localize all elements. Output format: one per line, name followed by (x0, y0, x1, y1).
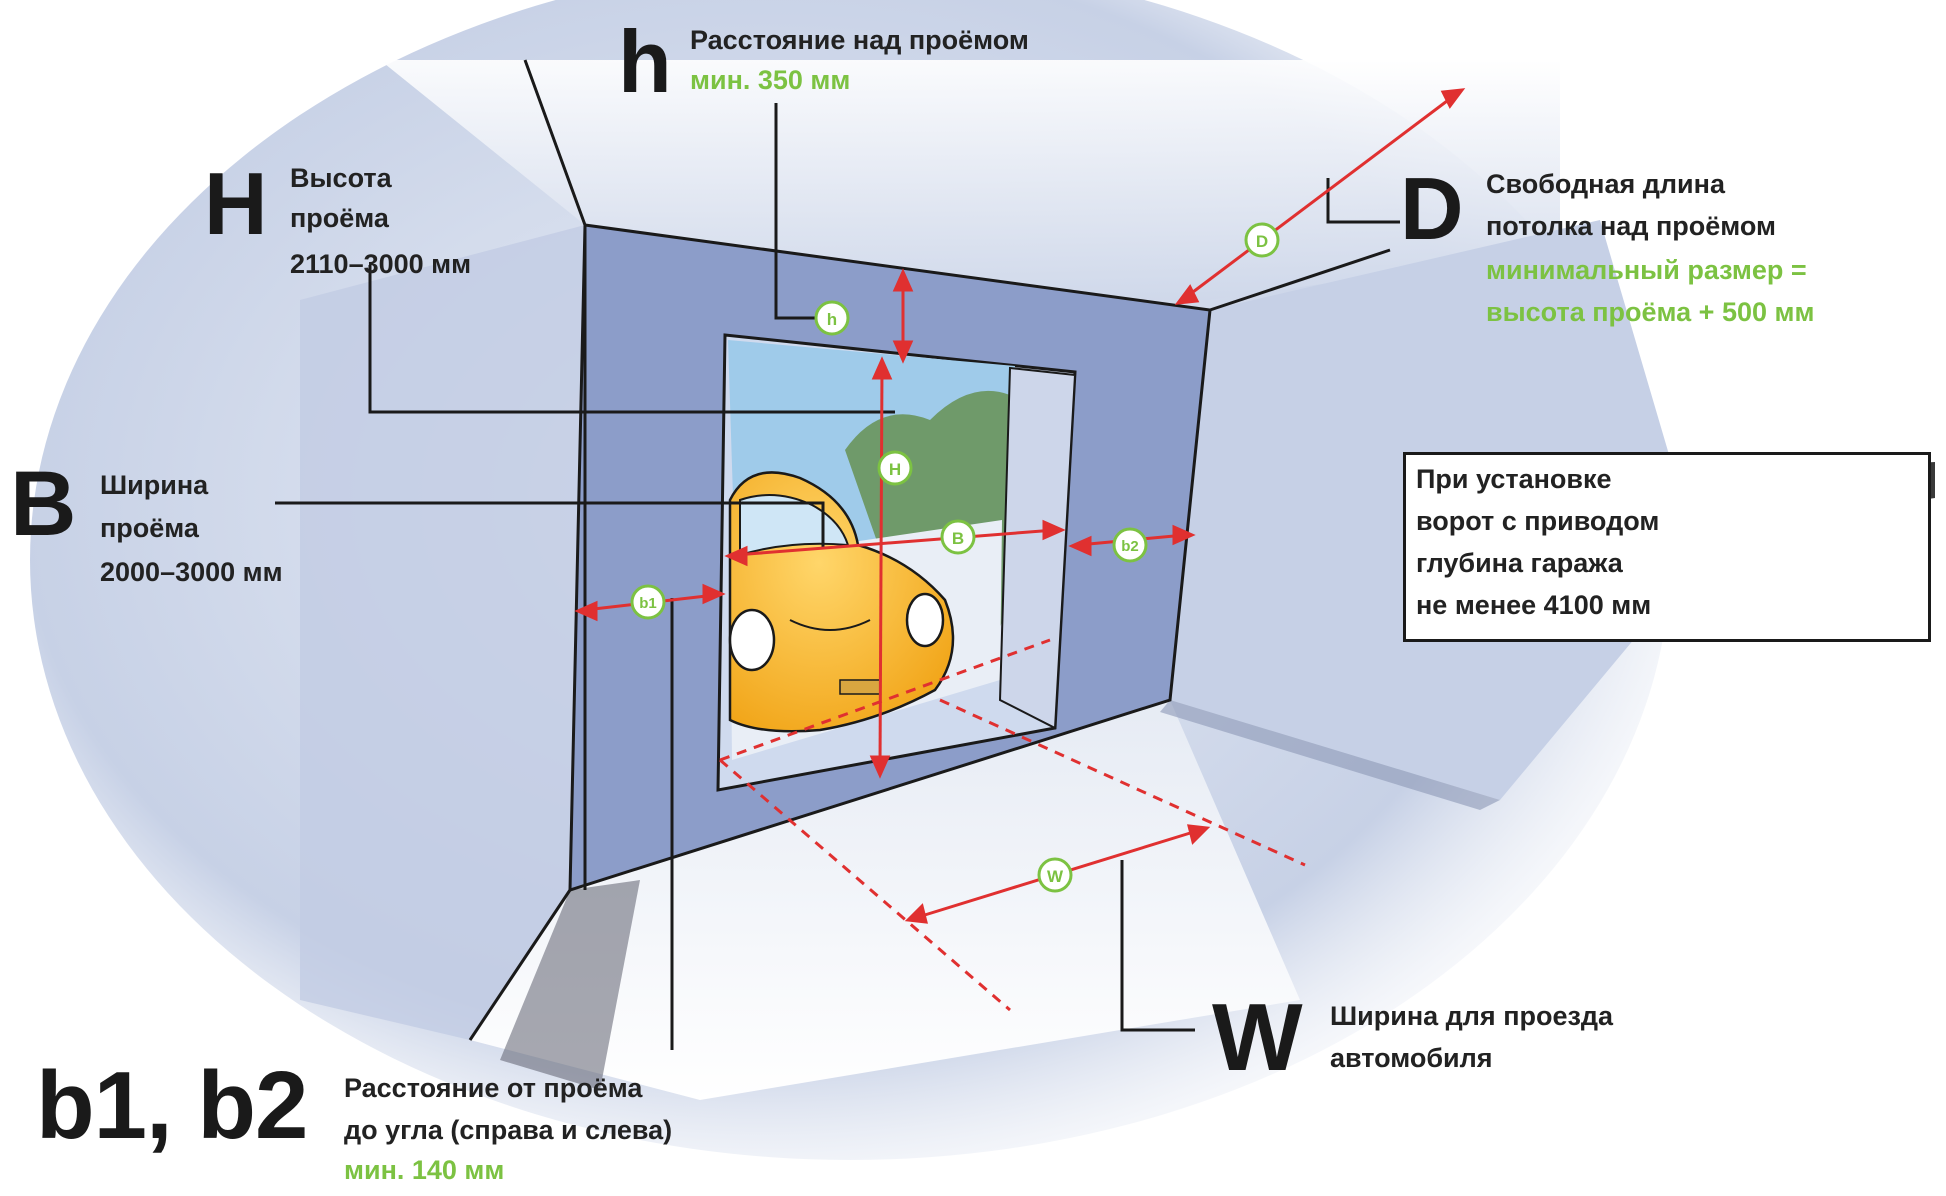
note-line-1: При установке (1416, 464, 1612, 494)
D-title-1: Свободная длина (1486, 169, 1725, 199)
marker-b1: b1 (630, 584, 666, 620)
W-letter: W (1212, 984, 1303, 1091)
marker-W-label: W (1047, 867, 1064, 886)
H-line-3: 2110–3000 мм (290, 249, 472, 279)
note-line-2: ворот с приводом (1416, 506, 1660, 536)
car-illustration (728, 471, 955, 733)
marker-h: h (814, 300, 850, 336)
marker-H: H (877, 450, 913, 486)
marker-b1-label: b1 (639, 595, 657, 612)
B-line-1: Ширина (100, 470, 209, 500)
drive-note-box: При установке ворот с приводом глубина г… (1403, 452, 1931, 642)
marker-h-label: h (827, 310, 837, 329)
marker-D-label: D (1256, 232, 1268, 251)
H-line-2: проёма (290, 203, 389, 233)
marker-B: B (940, 519, 976, 555)
H-letter: H (204, 154, 268, 253)
b-line-2: до угла (справа и слева) (344, 1115, 673, 1145)
D-value-1: минимальный размер = (1486, 255, 1807, 285)
marker-B-label: B (952, 529, 964, 548)
b-letters: b1, b2 (36, 1052, 308, 1159)
B-letter: B (10, 453, 76, 555)
marker-b2: b2 (1112, 527, 1148, 563)
b-line-1: Расстояние от проёма (344, 1073, 643, 1103)
D-title-2: потолка над проёмом (1486, 211, 1776, 241)
B-line-2: проёма (100, 513, 199, 543)
leader-lines (275, 59, 1400, 1050)
h-letter: h (618, 12, 672, 111)
H-line-1: Высота (290, 163, 392, 193)
marker-b2-label: b2 (1121, 538, 1139, 555)
note-line-3: глубина гаража (1416, 548, 1623, 578)
marker-D: D (1244, 222, 1280, 258)
note-line-4: не менее 4100 мм (1416, 590, 1652, 620)
b-value: мин. 140 мм (344, 1155, 505, 1185)
D-value-2: высота проёма + 500 мм (1486, 297, 1815, 327)
W-line-2: автомобиля (1330, 1043, 1493, 1073)
D-letter: D (1400, 159, 1464, 258)
h-value: мин. 350 мм (690, 65, 851, 95)
W-line-1: Ширина для проезда (1330, 1001, 1614, 1031)
dimension-arrows (574, 88, 1466, 1012)
B-line-3: 2000–3000 мм (100, 557, 283, 587)
h-title: Расстояние над проёмом (690, 25, 1029, 55)
marker-W: W (1037, 857, 1073, 893)
marker-H-label: H (889, 460, 901, 479)
